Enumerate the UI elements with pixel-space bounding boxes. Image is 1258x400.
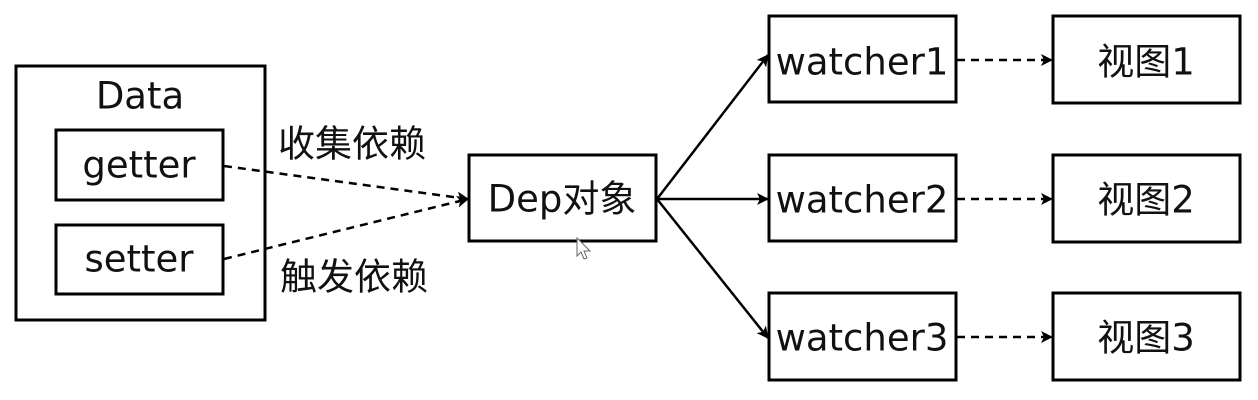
watcher1-node: watcher1: [767, 14, 958, 104]
view3-box: [1051, 291, 1242, 382]
getter-label: getter: [82, 144, 196, 187]
dep-label: Dep对象: [488, 178, 637, 221]
dep-node: Dep对象: [467, 153, 658, 243]
view1-label: 视图1: [1097, 41, 1195, 84]
view2-node: 视图2: [1051, 153, 1242, 244]
watcher2-box: [767, 153, 958, 243]
watcher2-node: watcher2: [767, 153, 958, 243]
setter-label: setter: [84, 238, 194, 281]
setter-box: [54, 223, 225, 296]
dep-box: [467, 153, 658, 243]
watcher1-box: [767, 14, 958, 104]
watcher2-label: watcher2: [776, 179, 949, 222]
collect-dependency-label: 收集依赖: [278, 123, 426, 166]
dep-to-watcher3-edge: [656, 198, 769, 339]
getter-node: getter: [54, 128, 225, 202]
getter-box: [54, 128, 225, 202]
watcher1-label: watcher1: [776, 41, 949, 84]
view1-box: [1051, 14, 1242, 105]
trigger-dependency-label: 触发依赖: [280, 256, 428, 299]
watcher3-box: [767, 291, 958, 382]
view3-label: 视图3: [1097, 317, 1195, 360]
mouse-cursor-icon: [576, 236, 592, 260]
view2-box: [1051, 153, 1242, 244]
data-label: Data: [96, 75, 184, 118]
watcher3-node: watcher3: [767, 291, 958, 382]
view1-node: 视图1: [1051, 14, 1242, 105]
dep-to-watcher1-edge: [656, 54, 769, 200]
setter-node: setter: [54, 223, 225, 296]
view2-label: 视图2: [1097, 179, 1195, 222]
view3-node: 视图3: [1051, 291, 1242, 382]
watcher3-label: watcher3: [776, 317, 949, 360]
